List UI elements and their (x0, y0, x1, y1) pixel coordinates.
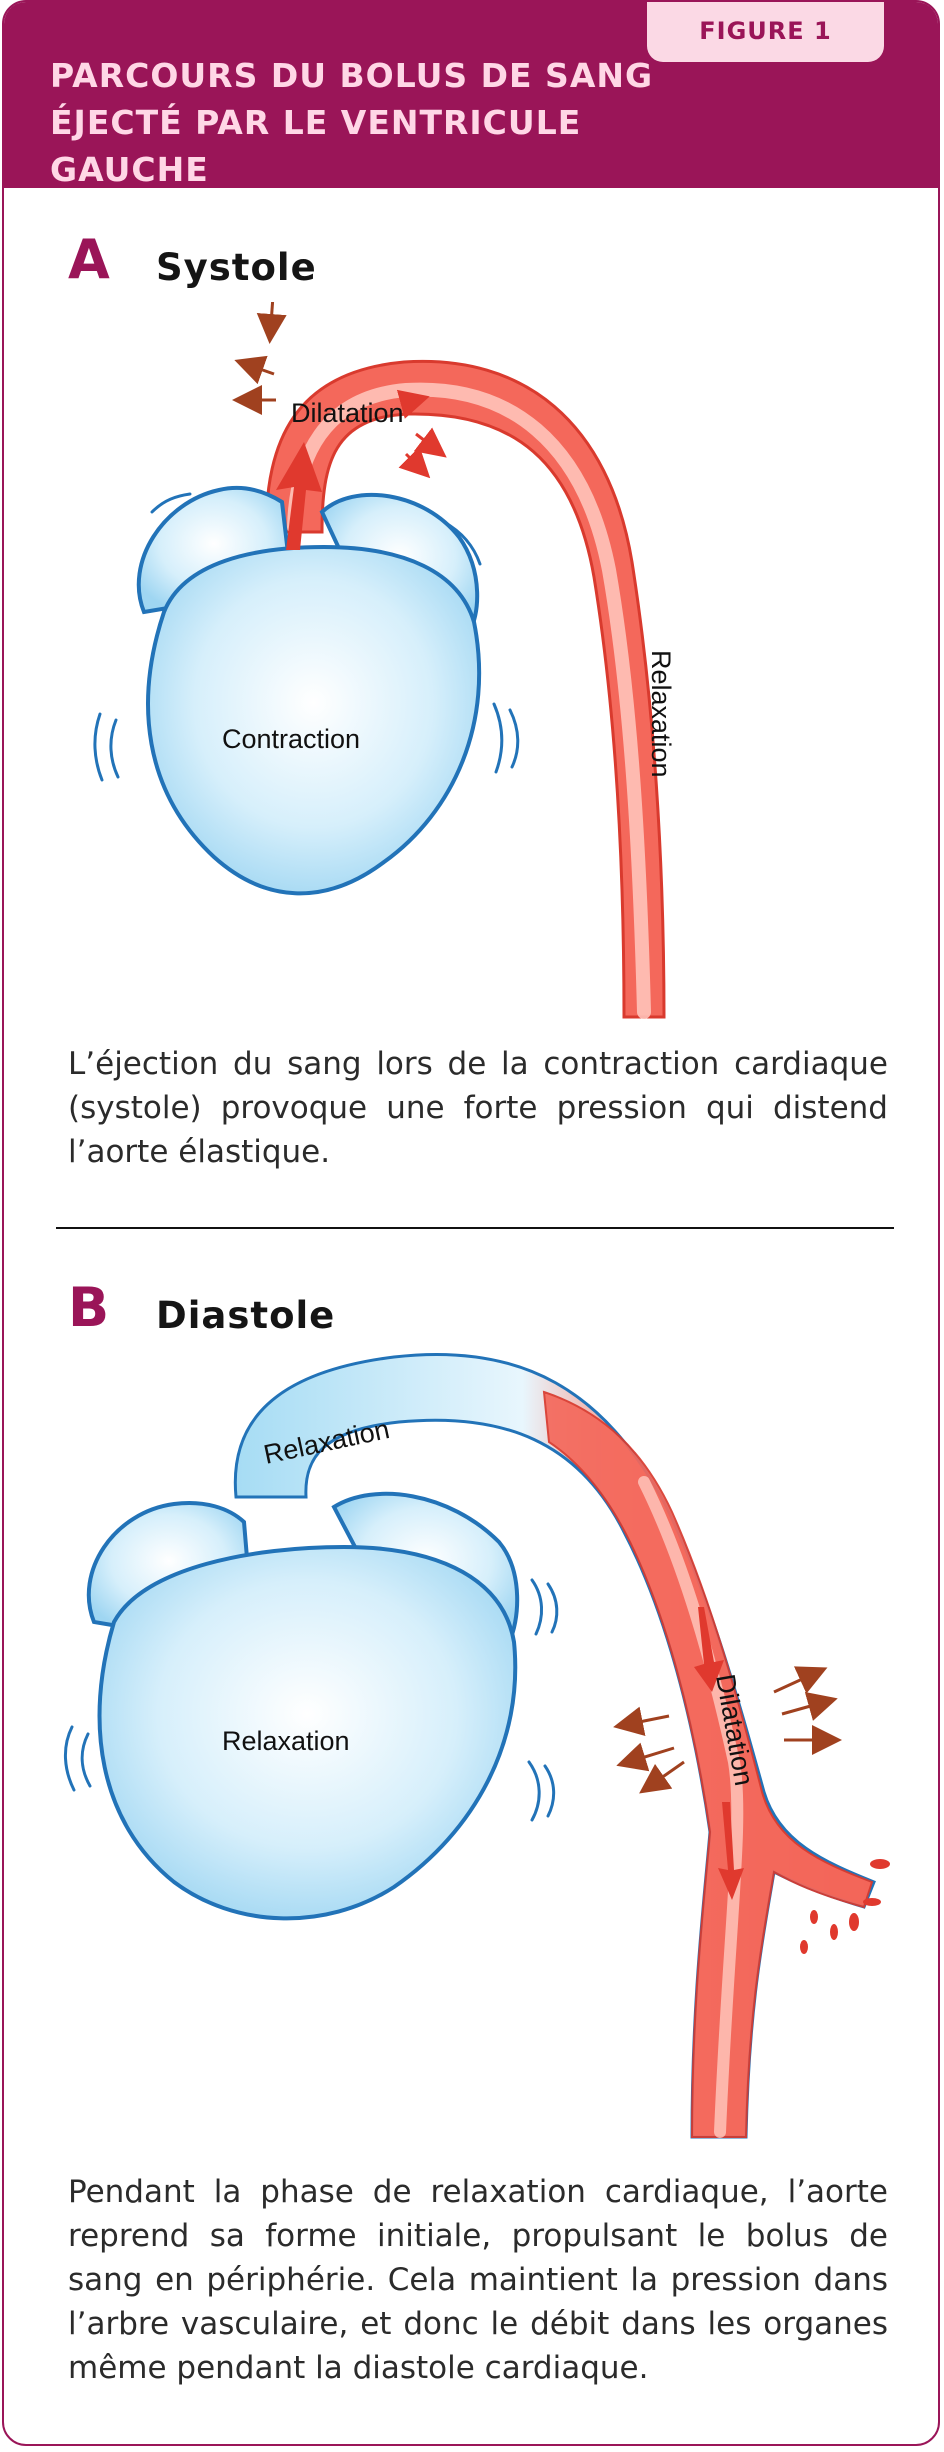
aorta-systole (264, 359, 666, 1019)
section-a-title: Systole (156, 246, 317, 289)
heart-systole (136, 485, 482, 896)
heart-motion-lines (93, 492, 520, 782)
label-relaxation-heart: Relaxation (222, 1726, 350, 1756)
heart-diastole (86, 1491, 520, 1921)
ejection-arrow (276, 442, 322, 550)
blood-spurt-arrows (396, 389, 447, 479)
section-b-letter: B (68, 1276, 110, 1339)
figure-title-line1: PARCOURS DU BOLUS DE SANG (50, 56, 654, 95)
section-divider (56, 1227, 894, 1229)
figure-title: PARCOURS DU BOLUS DE SANG ÉJECTÉ PAR LE … (50, 52, 750, 193)
aorta-systole-highlight (287, 382, 651, 1019)
aorta-diastole-red (542, 1390, 874, 2138)
label-dilatation-a: Dilatation (291, 398, 404, 428)
blood-spurts (800, 1859, 890, 1954)
figure-label-tab: FIGURE 1 (647, 2, 884, 62)
figure-title-line2: ÉJECTÉ PAR LE VENTRICULE GAUCHE (50, 103, 582, 189)
dilatation-arrows-diastole (613, 1666, 842, 1794)
aorta-diastole-highlight (638, 1476, 744, 2138)
section-a-description: L’éjection du sang lors de la contractio… (68, 1046, 888, 1170)
dilatation-arrows-systole (232, 302, 287, 415)
label-contraction: Contraction (222, 724, 360, 754)
section-b-description: Pendant la phase de relaxation cardiaque… (68, 2174, 888, 2386)
section-a-letter: A (68, 228, 110, 291)
flow-arrows-diastole (694, 1607, 744, 1900)
label-relaxation-aorta-a: Relaxation (646, 650, 676, 778)
systole-diagram: Dilatation Contraction Relaxation (93, 302, 676, 1019)
diastole-diagram: Relaxation Relaxation Dilatation (63, 1352, 890, 2139)
heart-motion-lines-b (63, 1578, 559, 1822)
section-b-title: Diastole (156, 1294, 336, 1337)
